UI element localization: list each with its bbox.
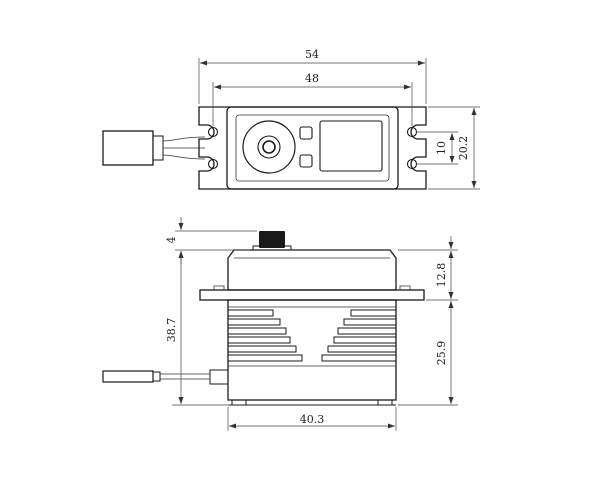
servo-wires bbox=[162, 136, 206, 160]
connector-plug bbox=[102, 130, 154, 166]
dim-top-to-flange: 12.8 bbox=[398, 236, 458, 301]
dim-output-width: 10 bbox=[416, 131, 458, 165]
dim-flange-to-bottom: 25.9 bbox=[398, 301, 458, 406]
dim-label-25-9: 25.9 bbox=[435, 341, 448, 366]
dim-body-width: 20.2 bbox=[428, 106, 480, 190]
dim-overall-height: 38.7 bbox=[165, 251, 230, 406]
dim-label-38-7: 38.7 bbox=[165, 318, 178, 343]
dim-label-54: 54 bbox=[305, 48, 319, 61]
dim-label-12-8: 12.8 bbox=[435, 263, 448, 288]
top-cap bbox=[227, 249, 397, 291]
indicator-top bbox=[299, 126, 313, 140]
cooling-fins-left bbox=[227, 309, 303, 362]
dim-label-4: 4 bbox=[165, 237, 178, 244]
mounting-flange bbox=[198, 106, 427, 190]
dim-body-length: 40.3 bbox=[227, 407, 397, 431]
indicator-bottom bbox=[299, 154, 313, 168]
output-shaft bbox=[242, 120, 296, 174]
output-spline bbox=[259, 231, 285, 248]
side-wire bbox=[102, 369, 229, 385]
foot-right bbox=[377, 399, 393, 406]
dim-hole-spacing: 48 bbox=[212, 72, 413, 126]
top-view: 54 48 10 20.2 bbox=[102, 48, 480, 190]
side-view: 4 38.7 12.8 25.9 40.3 bbox=[102, 217, 458, 431]
side-connector bbox=[102, 370, 154, 383]
dim-label-20-2: 20.2 bbox=[457, 136, 470, 161]
case-top bbox=[226, 106, 399, 190]
dim-label-48: 48 bbox=[305, 72, 319, 85]
cooling-fins-right bbox=[321, 309, 397, 362]
foot-left bbox=[231, 399, 247, 406]
case-top-inner bbox=[235, 114, 390, 182]
dim-spline-height: 4 bbox=[165, 217, 257, 264]
connector-latch bbox=[152, 135, 164, 161]
label-window bbox=[319, 120, 383, 172]
dim-label-10: 10 bbox=[435, 141, 448, 155]
lower-case bbox=[227, 299, 397, 401]
dim-label-40-3: 40.3 bbox=[300, 413, 325, 426]
dim-overall-length: 54 bbox=[198, 48, 427, 104]
side-flange bbox=[199, 289, 425, 301]
